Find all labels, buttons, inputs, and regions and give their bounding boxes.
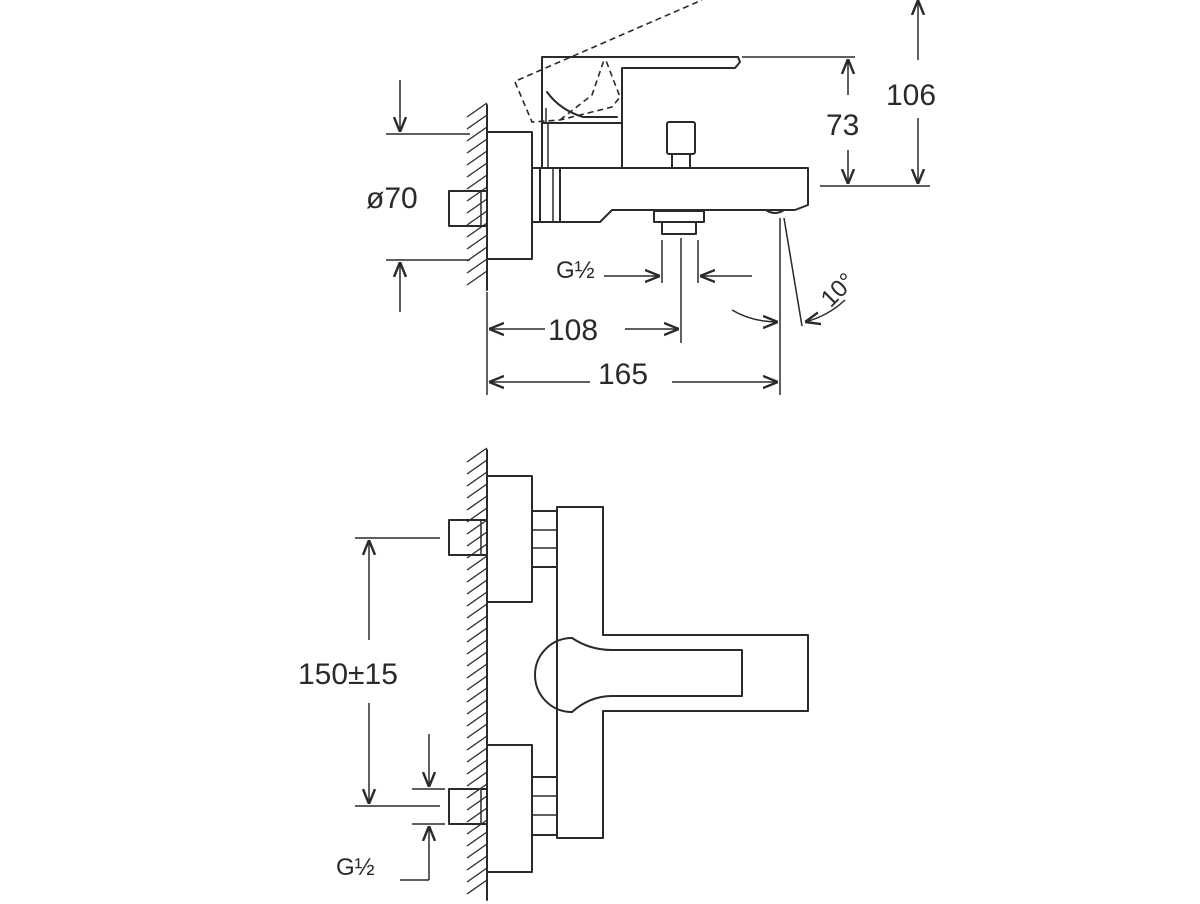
dim-inlet-spacing: 150±15 <box>298 658 398 691</box>
wall-hatch-line <box>466 102 488 118</box>
side-view: ø70 106 73 G½ 108 165 10° <box>366 0 936 395</box>
dim-diameter: ø70 <box>366 182 418 215</box>
connector-lower <box>448 788 488 825</box>
wall-hatch-line <box>466 699 488 715</box>
front-view: 150±15 G½ <box>298 447 809 901</box>
hose-outlet <box>653 210 705 235</box>
wall-hatch-line <box>466 783 488 799</box>
wall-hatch-line <box>466 615 488 631</box>
wall-hatch-line <box>466 723 488 739</box>
eccentric-connector <box>448 190 488 227</box>
wall-front <box>466 447 488 901</box>
wall-hatch-line <box>466 855 488 871</box>
wall-hatch-line <box>466 270 488 286</box>
dim-height-handle: 73 <box>826 109 859 142</box>
mixer-body <box>531 167 809 223</box>
wall-hatch-line <box>466 771 488 787</box>
dim-thread-front: G½ <box>336 854 375 881</box>
mixer-body-front <box>556 506 809 839</box>
wall-hatch-line <box>466 519 488 535</box>
dim-angle: 10° <box>816 268 861 313</box>
wall-hatch-line <box>466 879 488 895</box>
wall-hatch-line <box>466 639 488 655</box>
wall-hatch-line <box>466 807 488 823</box>
connector-upper <box>448 519 488 556</box>
wall-hatch-line <box>466 735 488 751</box>
wall-hatch-line <box>466 819 488 835</box>
dimension-arrows-side <box>400 0 918 382</box>
extension-lines-front <box>355 537 445 825</box>
wall-hatch-line <box>466 711 488 727</box>
wall-hatch-line <box>466 531 488 547</box>
wall-hatch-line <box>466 114 488 130</box>
handle-top-view <box>534 637 743 713</box>
nut-upper <box>531 510 558 568</box>
dim-thread-side: G½ <box>556 257 595 284</box>
wall-hatch-line <box>466 591 488 607</box>
wall-hatch-line <box>466 567 488 583</box>
wall-hatch-line <box>466 555 488 571</box>
dim-inlet-offset: 108 <box>548 314 598 347</box>
wall-hatch-line <box>466 471 488 487</box>
diverter-knob <box>666 121 696 169</box>
nut-lower <box>531 776 558 836</box>
wall-hatch-line <box>466 150 488 166</box>
wall-hatch-line <box>466 687 488 703</box>
wall-hatch-line <box>466 759 488 775</box>
lever-handle-raised <box>514 0 703 123</box>
wall-hatch-line <box>466 663 488 679</box>
wall-hatch-line <box>466 174 488 190</box>
wall-hatch-line <box>466 138 488 154</box>
dim-height-total: 106 <box>886 79 936 112</box>
wall-hatch-line <box>466 162 488 178</box>
wall-hatch-line <box>466 495 488 511</box>
wall-flange <box>486 131 533 260</box>
wall-hatch-line <box>466 795 488 811</box>
dim-spout-length: 165 <box>598 358 648 391</box>
wall-hatch-line <box>466 627 488 643</box>
flange-lower <box>486 744 533 873</box>
wall-hatch-line <box>466 246 488 262</box>
lever-handle <box>541 56 741 124</box>
wall-hatch-line <box>466 579 488 595</box>
wall-hatch-line <box>466 447 488 463</box>
extension-lines <box>386 56 930 395</box>
wall-side <box>466 102 488 291</box>
wall-hatch-line <box>466 843 488 859</box>
spout-aerator <box>765 209 785 214</box>
wall-hatch-line <box>466 126 488 142</box>
wall-hatch-line <box>466 258 488 274</box>
flange-upper <box>486 475 533 603</box>
wall-hatch-line <box>466 210 488 226</box>
wall-hatch-line <box>466 186 488 202</box>
wall-hatch-line <box>466 867 488 883</box>
dimension-arrows-front <box>369 540 429 881</box>
wall-hatch-line <box>466 675 488 691</box>
wall-hatch-line <box>466 747 488 763</box>
wall-hatch-line <box>466 234 488 250</box>
wall-hatch-line <box>466 483 488 499</box>
cartridge-cap <box>541 122 623 169</box>
wall-hatch-line <box>466 198 488 214</box>
wall-hatch-line <box>466 459 488 475</box>
wall-hatch-line <box>466 603 488 619</box>
wall-hatch-line <box>466 651 488 667</box>
wall-hatch-line <box>466 831 488 847</box>
